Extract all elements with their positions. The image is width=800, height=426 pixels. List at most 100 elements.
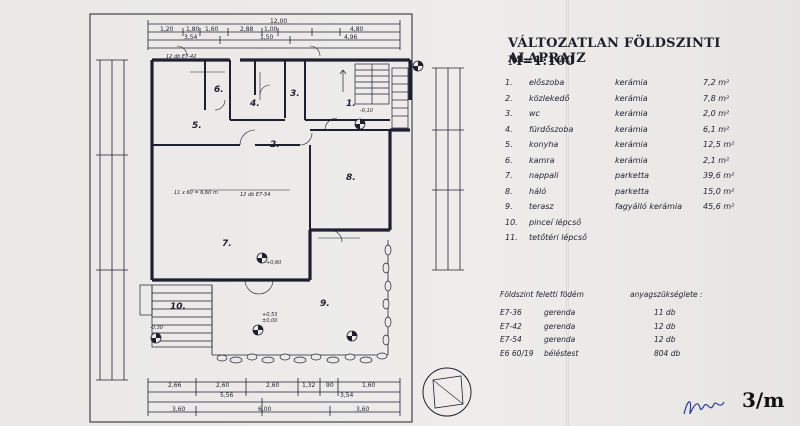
room-name: fürdőszoba bbox=[529, 124, 574, 134]
garden-stones bbox=[216, 244, 392, 364]
material-row: E7-36 gerenda 11 db bbox=[500, 308, 760, 322]
svg-text:12 db E7-42: 12 db E7-42 bbox=[166, 54, 196, 60]
room-material: parketta bbox=[615, 186, 649, 196]
material-qty: 12 db bbox=[654, 321, 676, 331]
room-row: 4. fürdőszoba kerámia 6,1 m² bbox=[505, 125, 765, 141]
svg-text:3,54: 3,54 bbox=[340, 392, 354, 399]
room-name: tetőtéri lépcső bbox=[529, 233, 587, 242]
room-row: 1. előszoba kerámia 7,2 m² bbox=[505, 78, 765, 94]
room-material: kerámia bbox=[615, 140, 648, 149]
room-area: 15,0 m² bbox=[703, 186, 735, 196]
svg-text:1,00: 1,00 bbox=[264, 26, 278, 33]
room-name: terasz bbox=[529, 202, 554, 211]
material-type: béléstest bbox=[544, 348, 579, 358]
room-area: 2,1 m² bbox=[703, 155, 730, 165]
material-type: gerenda bbox=[544, 308, 576, 317]
exterior-walls bbox=[150, 58, 412, 282]
room-number: 6. bbox=[505, 155, 513, 165]
room-label-3: 3. bbox=[290, 89, 300, 99]
room-number: 9. bbox=[505, 202, 513, 211]
material-type: gerenda bbox=[544, 321, 576, 331]
svg-text:1,50: 1,50 bbox=[260, 34, 274, 41]
room-name: kamra bbox=[529, 155, 555, 165]
material-row: E7-42 gerenda 12 db bbox=[500, 322, 760, 336]
room-row: 11. tetőtéri lépcső bbox=[505, 233, 765, 249]
svg-text:1,20: 1,20 bbox=[160, 26, 174, 33]
room-material: kerámia bbox=[615, 93, 648, 103]
svg-text:11 x 60 = 6,60 m: 11 x 60 = 6,60 m bbox=[174, 190, 218, 196]
room-schedule: 1. előszoba kerámia 7,2 m² 2. közlekedő … bbox=[505, 78, 765, 249]
material-row: E7-54 gerenda 12 db bbox=[500, 335, 760, 349]
room-number: 1. bbox=[505, 78, 513, 87]
room-row: 7. nappali parketta 39,6 m² bbox=[505, 171, 765, 187]
interior-walls bbox=[152, 60, 390, 230]
svg-text:+0,53: +0,53 bbox=[262, 312, 277, 318]
room-material: kerámia bbox=[615, 155, 648, 165]
material-type: gerenda bbox=[544, 335, 576, 344]
room-material: kerámia bbox=[615, 124, 648, 134]
room-row: 9. terasz fagyálló kerámia 45,6 m² bbox=[505, 202, 765, 218]
terrace-outline bbox=[211, 240, 389, 356]
room-row: 8. háló parketta 15,0 m² bbox=[505, 187, 765, 203]
room-name: pinceí lépcső bbox=[529, 217, 582, 227]
level-markers bbox=[150, 60, 424, 344]
room-row: 2. közlekedő kerámia 7,8 m² bbox=[505, 94, 765, 110]
room-row: 10. pinceí lépcső bbox=[505, 218, 765, 234]
material-code: E7-42 bbox=[500, 321, 522, 331]
material-code: E7-36 bbox=[500, 308, 522, 317]
room-row: 3. wc kerámia 2,0 m² bbox=[505, 109, 765, 125]
svg-text:1,80: 1,80 bbox=[186, 26, 200, 33]
room-name: előszoba bbox=[529, 78, 565, 87]
material-row: E6 60/19 béléstest 804 db bbox=[500, 349, 760, 363]
room-number: 4. bbox=[505, 124, 513, 134]
room-area: 6,1 m² bbox=[703, 124, 730, 134]
staircase-top bbox=[354, 63, 409, 129]
svg-text:-0,10: -0,10 bbox=[360, 108, 373, 114]
svg-text:12 db E7-54: 12 db E7-54 bbox=[240, 192, 270, 198]
room-area: 45,6 m² bbox=[703, 202, 735, 211]
room-label-7: 7. bbox=[222, 239, 232, 249]
room-material: kerámia bbox=[615, 109, 648, 118]
page-number: 3/m bbox=[742, 388, 785, 412]
material-heading: Földszint feletti födém anyagszükséglete… bbox=[500, 290, 760, 308]
svg-text:1,32: 1,32 bbox=[302, 382, 316, 389]
svg-text:3,60: 3,60 bbox=[356, 406, 370, 413]
room-number: 10. bbox=[505, 217, 518, 227]
svg-text:±0,00: ±0,00 bbox=[262, 318, 277, 324]
svg-text:12,00: 12,00 bbox=[270, 18, 287, 25]
room-area: 12,5 m² bbox=[703, 140, 735, 149]
beam-span-lines bbox=[190, 71, 360, 239]
svg-text:2,60: 2,60 bbox=[216, 382, 230, 389]
material-qty: 11 db bbox=[654, 308, 676, 317]
svg-text:-0,30: -0,30 bbox=[150, 325, 163, 331]
room-number: 3. bbox=[505, 109, 513, 118]
room-area: 39,6 m² bbox=[703, 171, 735, 180]
room-row: 6. kamra kerámia 2,1 m² bbox=[505, 156, 765, 172]
svg-text:2,88: 2,88 bbox=[240, 26, 254, 33]
material-code: E6 60/19 bbox=[500, 348, 534, 358]
room-row: 5. konyha kerámia 12,5 m² bbox=[505, 140, 765, 156]
svg-text:+0,60: +0,60 bbox=[266, 260, 281, 266]
room-label-9: 9. bbox=[320, 299, 330, 309]
room-label-2: 2. bbox=[270, 140, 280, 150]
room-label-8: 8. bbox=[346, 173, 356, 183]
room-number: 5. bbox=[505, 140, 513, 149]
room-area: 7,2 m² bbox=[703, 78, 730, 87]
room-label-4: 4. bbox=[249, 99, 260, 109]
svg-text:3,54: 3,54 bbox=[184, 34, 198, 41]
svg-text:4,96: 4,96 bbox=[344, 34, 358, 41]
svg-text:90: 90 bbox=[326, 382, 334, 389]
room-label-1: 1. bbox=[346, 99, 356, 109]
door-swings bbox=[176, 45, 343, 295]
room-material: parketta bbox=[615, 171, 649, 180]
material-code: E7-54 bbox=[500, 335, 522, 344]
svg-text:6,00: 6,00 bbox=[258, 406, 272, 413]
room-name: nappali bbox=[529, 171, 559, 180]
room-area: 7,8 m² bbox=[703, 93, 730, 103]
svg-text:3,60: 3,60 bbox=[172, 406, 186, 413]
material-heading-right: anyagszükséglete : bbox=[630, 290, 703, 299]
room-area: 2,0 m² bbox=[703, 109, 730, 118]
svg-text:5,56: 5,56 bbox=[220, 392, 234, 399]
